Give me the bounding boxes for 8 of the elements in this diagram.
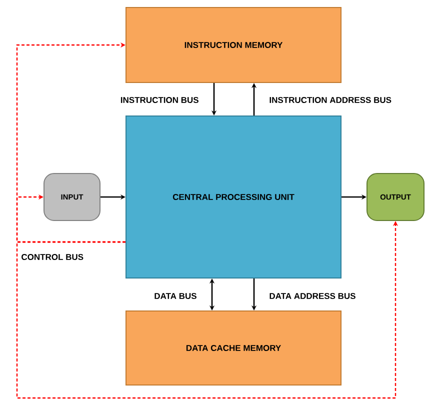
edge-label: CONTROL BUS [22,254,84,260]
processor-box: CENTRAL PROCESSING UNIT [126,116,342,278]
memory-box: DATA CACHE MEMORY [126,310,342,386]
edge-label: DATA BUS [154,293,196,299]
edge-label: INSTRUCTION ADDRESS BUS [270,97,392,103]
memory-box: INSTRUCTION MEMORY [126,7,342,83]
edge-label: DATA ADDRESS BUS [270,293,356,299]
edge-label: INSTRUCTION BUS [120,97,198,103]
